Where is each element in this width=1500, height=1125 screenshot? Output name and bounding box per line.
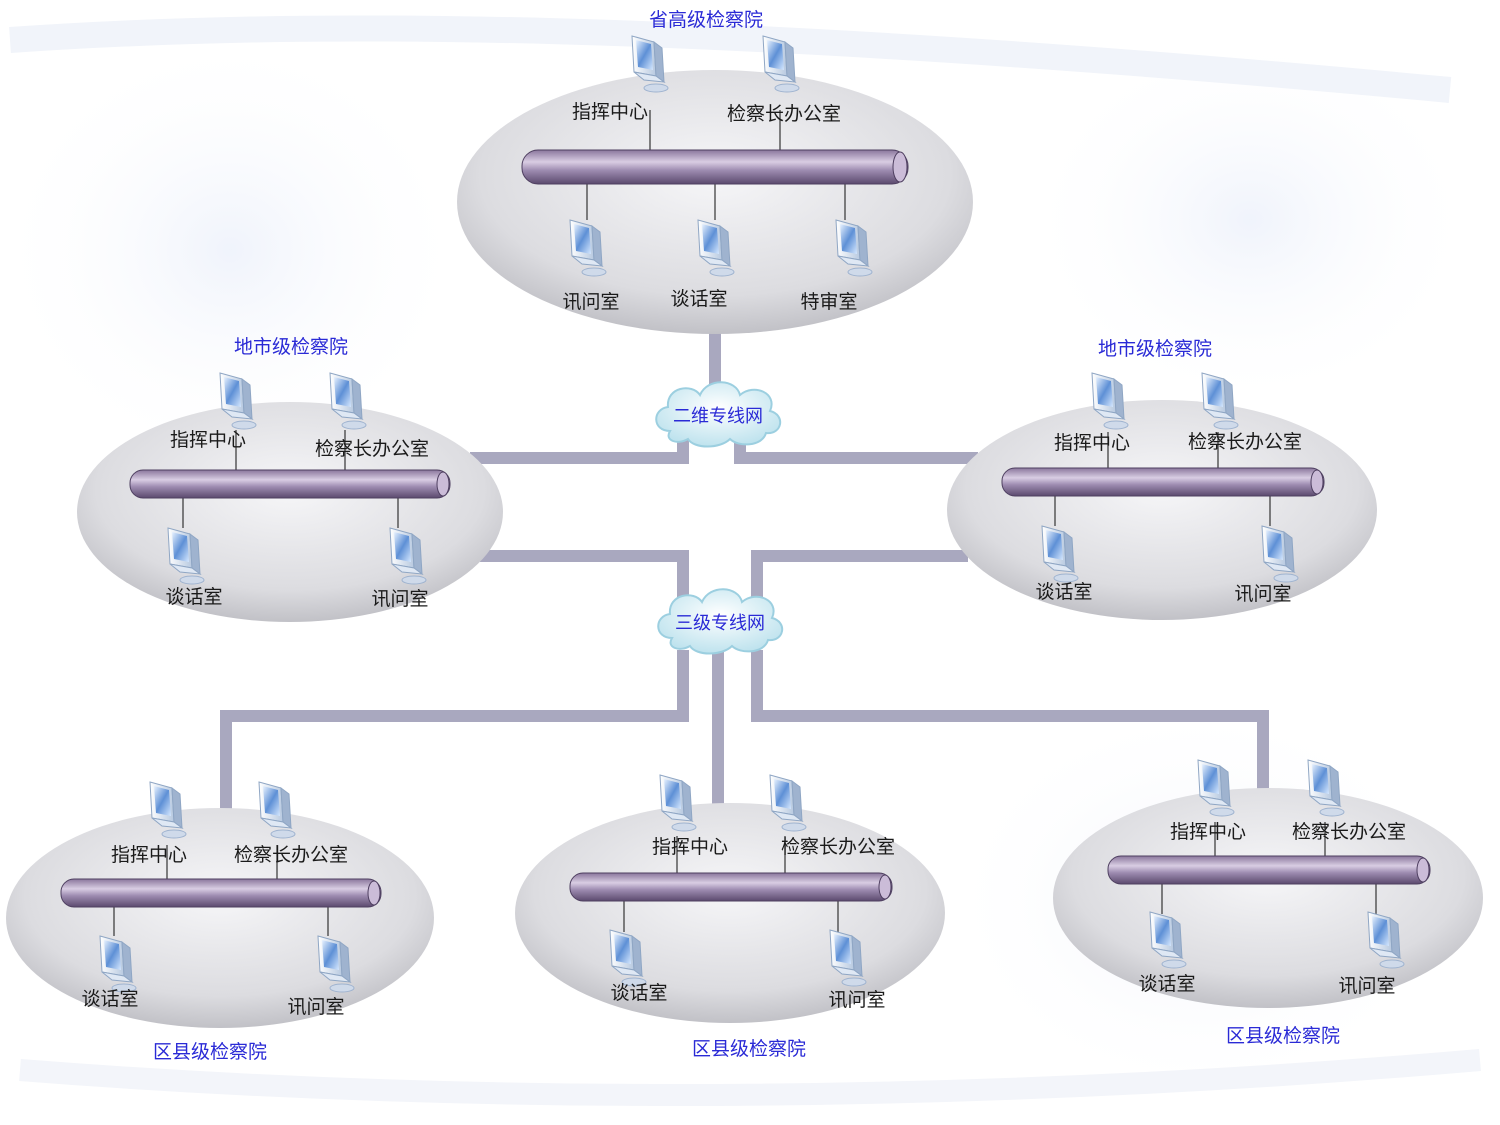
node-label: 检察长办公室: [1292, 821, 1406, 843]
site-county-mid-title: 区县级检察院: [692, 1038, 806, 1060]
node-label: 谈话室: [1138, 973, 1195, 995]
node-label: 谈话室: [670, 288, 727, 310]
cloud-upper-label: 二维专线网: [673, 406, 763, 427]
node-label: 谈话室: [165, 586, 222, 608]
node-label: 指挥中心: [111, 844, 187, 866]
cloud-lower-label: 三级专线网: [675, 613, 765, 634]
node-label: 指挥中心: [170, 429, 246, 451]
lan-buses: [60, 149, 1431, 908]
link-city-left-to-lower-cloud: [480, 550, 689, 600]
link-city-right-to-lower-cloud: [751, 550, 968, 600]
node-label: 讯问室: [562, 291, 619, 313]
node-label: 讯问室: [371, 588, 428, 610]
link-lower-cloud-to-county-left: [220, 650, 689, 810]
node-labels: 指挥中心 检察长办公室 讯问室 谈话室 特审室 指挥中心 检察长办公室 谈话室 …: [81, 101, 1406, 1018]
node-label: 检察长办公室: [234, 844, 348, 866]
cloud-upper: 二维专线网: [655, 381, 782, 448]
bus-province: [521, 149, 909, 185]
node-label: 检察长办公室: [727, 103, 841, 125]
link-upper-cloud-to-city-right: [734, 438, 978, 464]
node-label: 指挥中心: [1054, 432, 1130, 454]
node-label: 谈话室: [1035, 581, 1092, 603]
site-city-left-region: [77, 402, 503, 622]
bus-city-right: [1001, 467, 1325, 497]
cloud-lower: 三级专线网: [657, 588, 784, 655]
node-label: 谈话室: [610, 982, 667, 1004]
node-label: 检察长办公室: [1188, 431, 1302, 453]
site-titles: 省高级检察院 地市级检察院 地市级检察院 区县级检察院 区县级检察院 区县级检察…: [153, 9, 1340, 1063]
bus-county-mid: [569, 872, 893, 902]
site-county-left-region: [6, 808, 434, 1028]
site-city-left-title: 地市级检察院: [234, 336, 348, 358]
site-county-right-region: [1053, 788, 1483, 1008]
node-label: 讯问室: [828, 989, 885, 1011]
node-label: 指挥中心: [572, 101, 648, 123]
link-upper-cloud-to-city-left: [470, 438, 689, 464]
backbone-links: [220, 332, 1269, 810]
node-label: 检察长办公室: [781, 836, 895, 858]
site-county-right-title: 区县级检察院: [1226, 1025, 1340, 1047]
node-label: 检察长办公室: [315, 438, 429, 460]
node-label: 讯问室: [287, 996, 344, 1018]
node-label: 讯问室: [1234, 583, 1291, 605]
bus-city-left: [129, 469, 451, 499]
link-lower-cloud-to-county-right: [751, 650, 1269, 790]
node-label: 指挥中心: [652, 836, 728, 858]
node-label: 讯问室: [1338, 975, 1395, 997]
bus-county-left: [60, 878, 382, 908]
drop-lines: [113, 110, 1377, 936]
node-label: 特审室: [800, 291, 857, 313]
site-city-right-region: [947, 400, 1377, 620]
bus-county-right: [1107, 855, 1431, 885]
site-province-title: 省高级检察院: [649, 9, 763, 31]
site-city-right-title: 地市级检察院: [1098, 338, 1212, 360]
site-county-left-title: 区县级检察院: [153, 1041, 267, 1063]
node-label: 指挥中心: [1170, 821, 1246, 843]
node-label: 谈话室: [81, 988, 138, 1010]
